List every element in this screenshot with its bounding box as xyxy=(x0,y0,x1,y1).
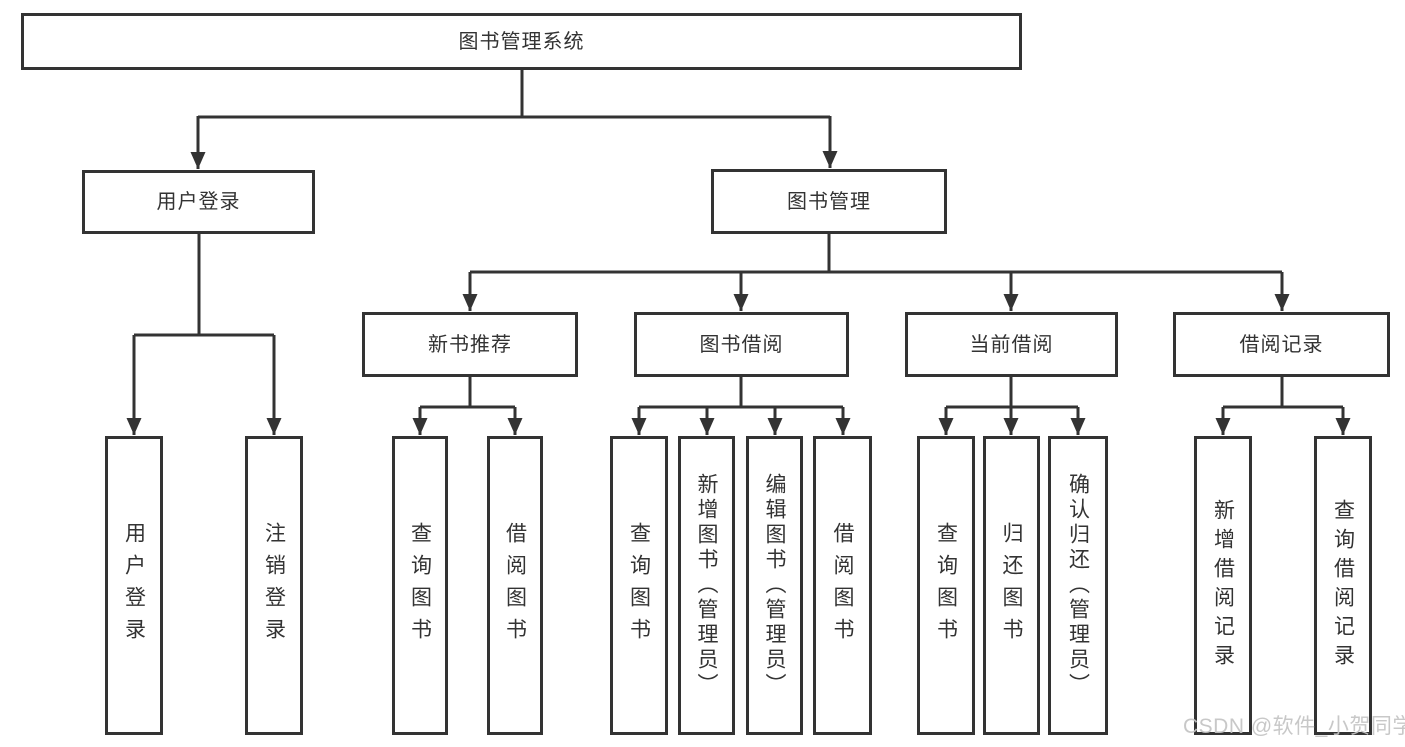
leaf-borrow-books-recommend: 借阅图书 xyxy=(487,436,543,735)
node-borrow-records: 借阅记录 xyxy=(1173,312,1390,377)
node-book-borrow: 图书借阅 xyxy=(634,312,849,377)
leaf-add-borrow-record: 新增借阅记录 xyxy=(1194,436,1252,735)
node-user-login: 用户登录 xyxy=(82,170,315,234)
leaf-return-books: 归还图书 xyxy=(983,436,1040,735)
leaf-query-books-borrow: 查询图书 xyxy=(610,436,668,735)
csdn-watermark: CSDN @软件_小贺同学 xyxy=(1183,715,1405,738)
leaf-edit-book-admin: 编辑图书（管理员） xyxy=(746,436,803,735)
leaf-borrow-books-borrow: 借阅图书 xyxy=(813,436,872,735)
leaf-confirm-return-admin: 确认归还（管理员） xyxy=(1048,436,1108,735)
leaf-logout: 注销登录 xyxy=(245,436,303,735)
node-root-system: 图书管理系统 xyxy=(21,13,1022,70)
leaf-query-books-recommend: 查询图书 xyxy=(392,436,448,735)
leaf-query-books-current: 查询图书 xyxy=(917,436,975,735)
leaf-user-login: 用户登录 xyxy=(105,436,163,735)
node-current-borrow: 当前借阅 xyxy=(905,312,1118,377)
leaf-query-borrow-record: 查询借阅记录 xyxy=(1314,436,1372,735)
node-new-book-recommend: 新书推荐 xyxy=(362,312,578,377)
leaf-add-book-admin: 新增图书（管理员） xyxy=(678,436,735,735)
node-book-management: 图书管理 xyxy=(711,169,947,234)
